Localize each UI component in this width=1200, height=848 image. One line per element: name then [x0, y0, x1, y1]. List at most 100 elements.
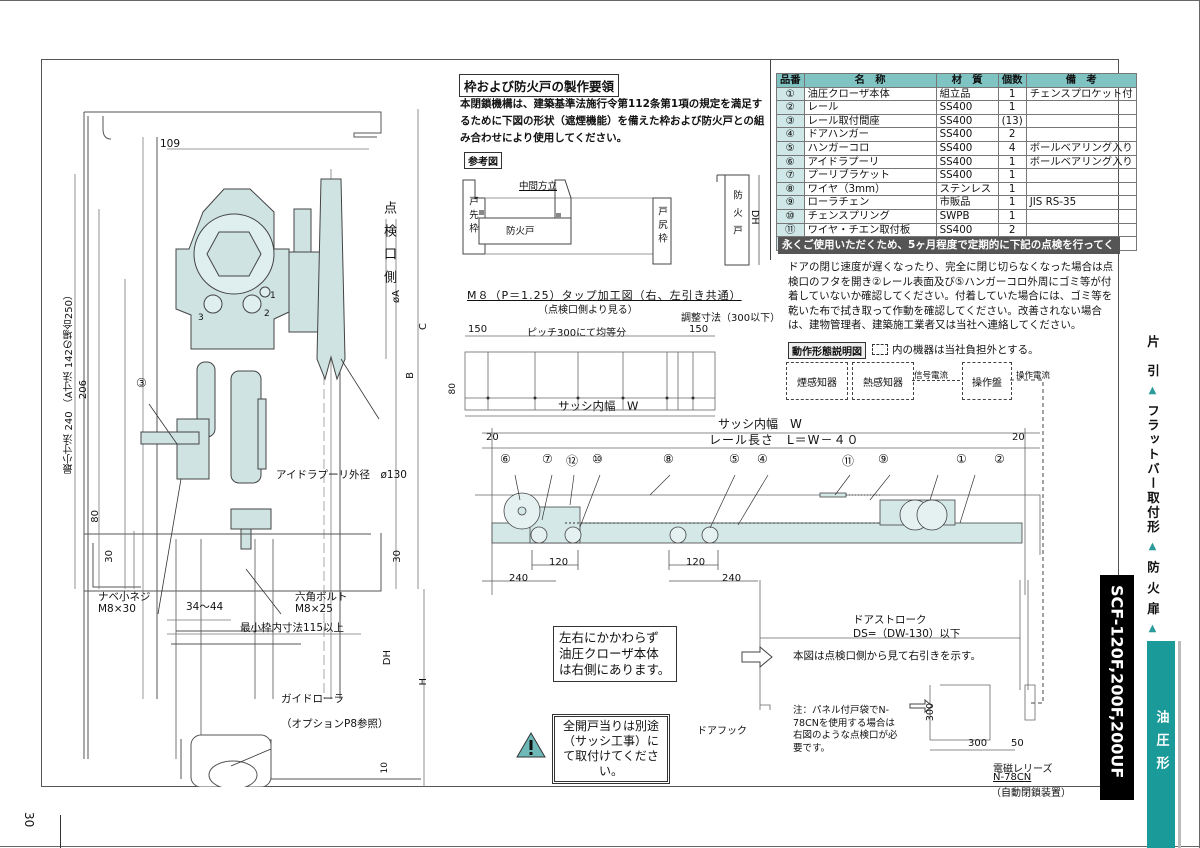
release-model: N-78CN [993, 772, 1032, 783]
part-material: SS400 [935, 113, 999, 129]
part-note: ボールベアリング入り [1025, 140, 1137, 156]
part-qty: 4 [997, 140, 1027, 156]
ref-fire-door-side: 防火戸 [731, 190, 742, 243]
part-note [1025, 222, 1137, 238]
part-qty: 1 [997, 168, 1027, 183]
part-name: 油圧クローザ本体 [803, 86, 937, 102]
release-description: （自動閉鎖装置） [991, 788, 1071, 799]
side-tab-title: 片 引 ▲ フラットバー取付形 ▲ 防 火 扉 ▲ [1143, 335, 1162, 636]
part-material: 組立品 [935, 86, 999, 102]
side-title-part-3: 防 火 扉 [1145, 560, 1160, 617]
dashed-box-legend [872, 344, 888, 355]
ref-middle-mullion: 中間方立 [519, 181, 558, 192]
part-name: チェンスプリング [803, 208, 937, 224]
tap-drawing [464, 335, 716, 417]
part-note: チェンスプロケット付 [1025, 86, 1137, 102]
maintenance-text: ドアの閉じ速度が遅くなったり、完全に閉じ切らなくなった場合は点検口のフタを開き②… [788, 261, 1114, 331]
part-qty: 2 [997, 222, 1027, 238]
tap-title: M８（P＝1.25）タップ加工図（右、左引き共通） [467, 289, 742, 302]
dim-30-left: 30 [104, 550, 115, 563]
part-qty: 2 [997, 127, 1027, 142]
flow-note: 内の機器は当社負担外とする。 [872, 342, 1039, 357]
part-no: ⑩ [776, 208, 805, 224]
screw-size: M8×30 [98, 603, 136, 615]
signal-current-label: 信号電流 [914, 371, 949, 381]
part-name: ワイヤ（3mm） [803, 181, 937, 197]
triangle-icon: ▲ [1147, 384, 1158, 398]
part-note [1025, 100, 1137, 115]
part-material: ステンレス [935, 181, 999, 197]
direction-arrow [741, 645, 773, 669]
part-name: レール取付間座 [803, 113, 937, 129]
part-qty: 1 [997, 181, 1027, 197]
page-divider [60, 815, 61, 848]
callout-11: ⑪ [842, 454, 855, 468]
triangle-icon: ▲ [1147, 541, 1158, 555]
part-qty: 1 [997, 154, 1027, 170]
part-qty: 1 [997, 86, 1027, 102]
part-no: ⑤ [776, 140, 805, 156]
dim-H: H [418, 678, 429, 686]
screw-num-1: 1 [270, 291, 276, 301]
dim-240-right: 240 [722, 573, 742, 584]
closer-side-note: 左右にかかわらず油圧クローザ本体は右側にあります。 [553, 626, 677, 682]
flow-box-heat: 熱感知器 [852, 362, 914, 400]
part-no: ① [776, 86, 805, 102]
rail-sash-width: サッシ内幅 W [718, 417, 802, 431]
callout-10: ⑩ [592, 452, 603, 466]
callout-6: ⑥ [500, 452, 511, 466]
tap-subtitle: （点検口側より見る） [538, 305, 638, 316]
drawing-frame [41, 59, 1119, 787]
category-tab[interactable]: 油圧形 [1147, 641, 1175, 848]
part-note [1025, 127, 1137, 142]
screw-num-2: 2 [264, 309, 270, 319]
dim-30-right: 30 [392, 550, 403, 563]
part-material: SS400 [935, 127, 999, 142]
dim-phiA: øA [391, 290, 402, 303]
operate-line [1010, 379, 1044, 704]
part-qty: 1 [997, 208, 1027, 224]
page-border-bottom [0, 846, 1200, 847]
part-material: SS400 [935, 222, 999, 238]
door-hook-label: ドアフック [697, 726, 747, 737]
part-no: ⑦ [776, 168, 805, 183]
guide-roller-label: ガイドローラ [281, 693, 344, 705]
part-note [1025, 168, 1137, 183]
warning-note: 全開戸当りは別途（サッシ工事）にて取付けてください。 [552, 714, 670, 784]
part-name: ハンガーコロ [803, 140, 937, 156]
part-no: ⑪ [776, 222, 805, 238]
door-stroke-formula: DS=（DW-130）以下 [853, 628, 961, 640]
ref-dh: DH [749, 210, 760, 225]
dim-B: B [405, 372, 416, 379]
maintenance-banner: 永くご使用いただくため、5ヶ月程度で定期的に下記の点検を行ってください。 [778, 237, 1120, 268]
part-no: ④ [776, 127, 805, 142]
category-tab-edge [1178, 641, 1181, 848]
signal-arrow [912, 380, 960, 381]
dim-240-left: 240 [509, 573, 529, 584]
ref-trailing-frame: 戸尻枠 [656, 206, 667, 247]
flow-box-smoke: 煙感知器 [786, 362, 848, 400]
part-name: アイドラプーリ [803, 154, 937, 170]
part-qty: 1 [997, 195, 1027, 210]
callout-1: ① [956, 452, 967, 466]
dim-80: 80 [90, 510, 101, 523]
release-name: 電磁レリーズ [993, 764, 1053, 775]
dim-300-width: 300 [968, 738, 988, 749]
part-name: プーリブラケット [803, 168, 937, 183]
part-no: ⑨ [776, 195, 805, 210]
tap-adjust: 調整寸法（300以下） [681, 313, 781, 324]
callout-8: ⑧ [663, 452, 674, 466]
bolt-size: M8×25 [295, 603, 333, 615]
callout-7: ⑦ [542, 452, 553, 466]
dim-10: 10 [380, 762, 390, 774]
view-direction-note: 本図は点検口側から見て右引きを示す。 [793, 650, 981, 662]
part-material: SWPB [935, 208, 999, 224]
pulley-diameter-label: アイドラプーリ外径 ø130 [276, 469, 407, 481]
dim-DH: DH [382, 650, 393, 666]
section-title: 枠および防火戸の製作要領 [459, 74, 620, 97]
